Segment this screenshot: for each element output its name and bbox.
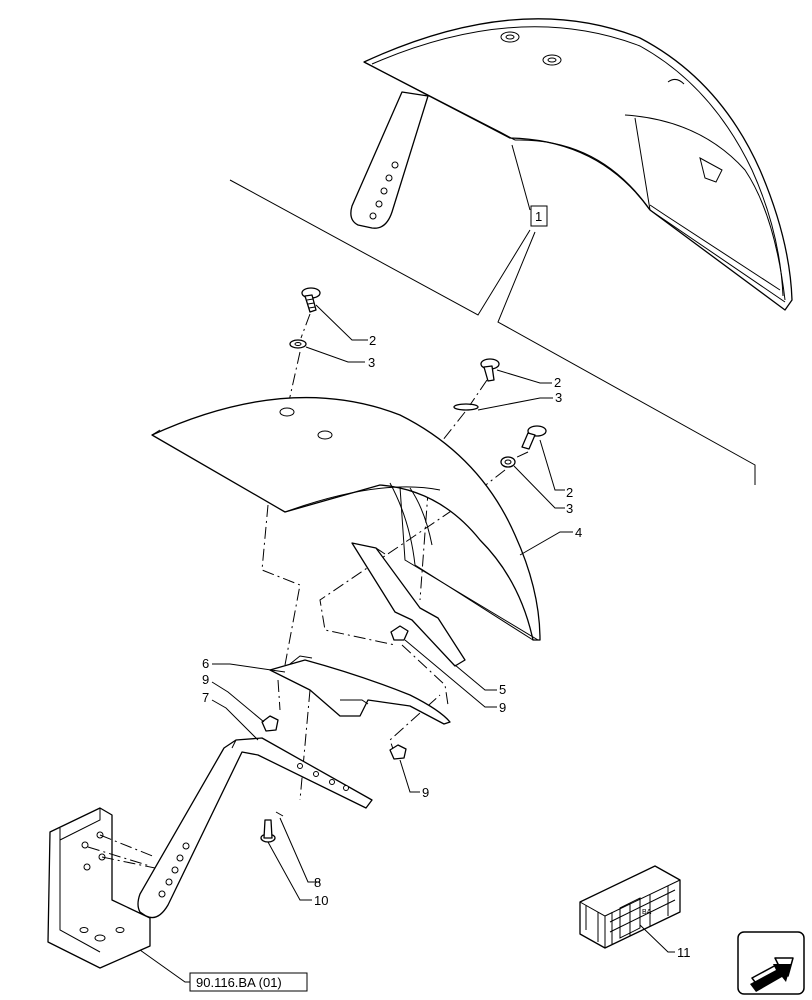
callout-10: 10 (314, 893, 328, 908)
navigation-arrow-icon[interactable] (737, 931, 805, 995)
washer-3b (453, 403, 479, 411)
callout-3b: 3 (555, 390, 562, 405)
reference-box (189, 972, 308, 992)
callout-5: 5 (499, 682, 506, 697)
callout-3a: 3 (368, 355, 375, 370)
callout-2c: 2 (566, 485, 573, 500)
bolt-2a (301, 287, 321, 313)
callout-9c: 9 (422, 785, 429, 800)
fender-4 (151, 396, 541, 641)
callout-8: 8 (314, 875, 321, 890)
bracket-6 (269, 655, 451, 725)
callout-4: 4 (575, 525, 582, 540)
fender-assembly-top (350, 18, 793, 311)
callout-1: 1 (535, 209, 542, 224)
nut-9c (389, 744, 407, 760)
nut-9b (390, 625, 409, 641)
callout-11: 11 (677, 945, 691, 960)
callout-2b: 2 (554, 375, 561, 390)
callout-box-1 (530, 205, 548, 227)
bolt-2c (521, 425, 547, 450)
bolt-10 (260, 819, 276, 843)
nut-9a (261, 715, 279, 732)
callout-9a: 9 (202, 672, 209, 687)
callout-2a: 2 (369, 333, 376, 348)
callout-7: 7 (202, 690, 209, 705)
washer-8 (275, 811, 284, 817)
parts-kit-box-icon: BA (579, 865, 681, 949)
callout-6: 6 (202, 656, 209, 671)
bolt-2b (480, 358, 500, 382)
mounting-bracket (47, 807, 151, 969)
callout-9b: 9 (499, 700, 506, 715)
reference-label[interactable]: 90.116.BA (01) (196, 975, 282, 990)
support-arm-7 (137, 737, 373, 919)
bracket-plate-5 (351, 542, 466, 667)
callout-3c: 3 (566, 501, 573, 516)
kit-box-text: BA (642, 909, 652, 916)
